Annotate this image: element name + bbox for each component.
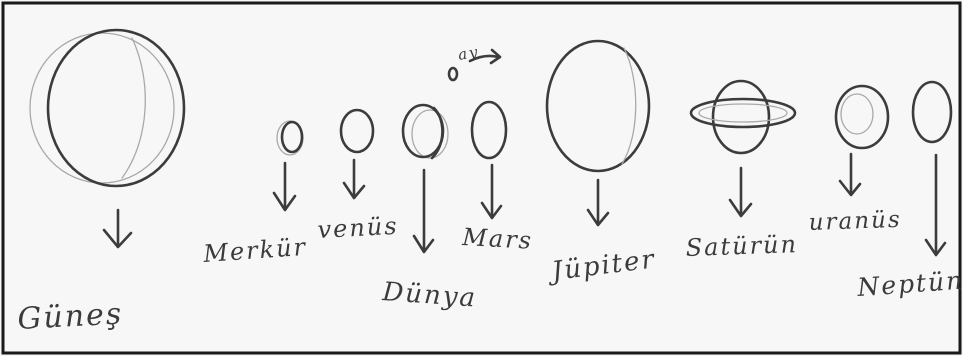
sun-drawing [29,28,186,188]
jupiter-arrow [586,178,610,227]
venus-drawing [339,108,375,154]
mars-drawing [470,100,508,160]
label-mercury: Merkür [201,233,307,268]
earth-arrow [412,168,435,254]
label-moon: ay [457,42,481,63]
neptune-drawing [911,80,953,144]
jupiter-drawing [545,39,651,173]
label-mars: Mars [461,223,534,255]
mars-arrow [480,163,503,220]
label-neptune: Neptün [855,266,963,302]
neptune-arrow [924,153,947,257]
uranus-arrow [838,152,862,197]
saturn-arrow [728,166,753,218]
mercury-arrow [272,161,297,212]
saturn-drawing [689,79,797,155]
moon-arrow [468,48,502,65]
venus-arrow [342,158,366,200]
label-uranus: uranüs [808,207,902,236]
moon-drawing [447,66,459,82]
mercury-drawing [276,120,304,156]
label-venus: venüs [317,212,399,244]
earth-drawing [401,103,449,160]
uranus-drawing [834,84,890,150]
sun-arrow [102,208,133,249]
label-saturn: Satürün [685,230,798,262]
label-jupiter: Jüpiter [545,244,657,287]
label-earth: Dünya [381,277,478,314]
label-sun: Güneş [17,297,124,337]
